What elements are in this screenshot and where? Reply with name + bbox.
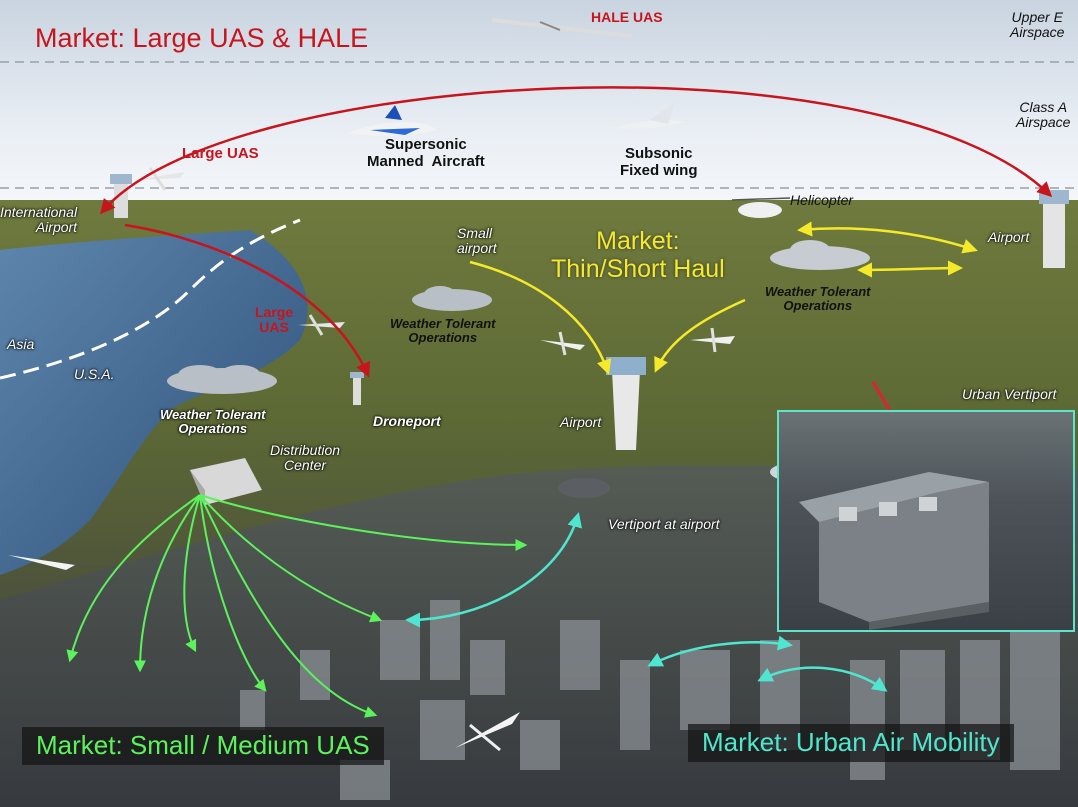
international-airport-label: International Airport <box>0 204 78 236</box>
droneport-label: Droneport <box>373 413 441 429</box>
small-airport-label: Small airport <box>457 225 497 257</box>
arrow-helicopter-airport <box>797 221 978 254</box>
market-thin-title: Market: Thin/Short Haul <box>551 227 725 283</box>
cloud-1 <box>167 365 277 394</box>
arrow-city-to-tower <box>757 666 888 692</box>
arrow-intl-to-airport <box>100 86 1053 215</box>
helicopter-label: Helicopter <box>790 192 854 208</box>
arrow-city-to-urban <box>647 635 793 667</box>
small-aircraft-icon-2 <box>690 327 735 353</box>
usa-label: U.S.A. <box>74 366 115 382</box>
border-dashed-line <box>0 218 301 380</box>
sea <box>0 230 308 575</box>
vertiport-at-airport-label: Vertiport at airport <box>608 516 720 532</box>
subsonic-label: Subsonic Fixed wing <box>620 145 698 179</box>
arrow-vertiport-to-city <box>405 512 583 628</box>
arrow-right-to-center <box>654 298 746 373</box>
large-uas-top-label: Large UAS <box>182 145 259 162</box>
airport-right-label: Airport <box>988 229 1030 245</box>
urban-vertiport-label: Urban Vertiport <box>962 386 1057 402</box>
cloud-2 <box>412 286 492 311</box>
urban-vertiport-inset <box>777 410 1075 632</box>
fixed-wing-drone-left-icon <box>8 555 75 570</box>
weather-label-center: Weather Tolerant Operations <box>390 316 496 346</box>
market-small-title: Market: Small / Medium UAS <box>36 730 370 760</box>
arrow-intl-to-droneport <box>124 223 370 378</box>
market-large-title: Market: Large UAS & HALE <box>35 23 369 53</box>
small-aircraft-icon-1 <box>540 331 585 356</box>
tower-right <box>1039 190 1069 268</box>
arrow-weather-airport <box>857 260 963 278</box>
distribution-center-label: Distribution Center <box>270 442 341 474</box>
asia-label: Asia <box>7 336 35 352</box>
hale-uas-icon <box>491 18 633 38</box>
large-uas-mid-label: Large UAS <box>255 304 294 336</box>
class-a-airspace-label: Class A Airspace <box>1016 99 1071 131</box>
market-uam-title: Market: Urban Air Mobility <box>702 727 1000 757</box>
air-taxi-icon-3 <box>558 478 610 498</box>
weather-label-right: Weather Tolerant Operations <box>765 284 871 314</box>
arrow-small-airport-to-center <box>469 260 612 375</box>
hale-uas-label: HALE UAS <box>591 9 663 25</box>
fixed-wing-drone-icon <box>455 712 520 752</box>
tower-center <box>606 357 646 450</box>
supersonic-label: Supersonic Manned Aircraft <box>367 136 485 170</box>
urban-vertiport-building <box>799 472 989 630</box>
upper-e-airspace-label: Upper E Airspace <box>1010 9 1065 41</box>
weather-label-left: Weather Tolerant Operations <box>160 407 266 437</box>
market-small-box: Market: Small / Medium UAS <box>22 727 384 765</box>
subsonic-aircraft-icon <box>612 102 685 129</box>
supersonic-aircraft-icon <box>348 105 438 136</box>
sky <box>0 0 1078 215</box>
airport-center-label: Airport <box>560 414 602 430</box>
market-uam-box: Market: Urban Air Mobility <box>688 724 1014 762</box>
